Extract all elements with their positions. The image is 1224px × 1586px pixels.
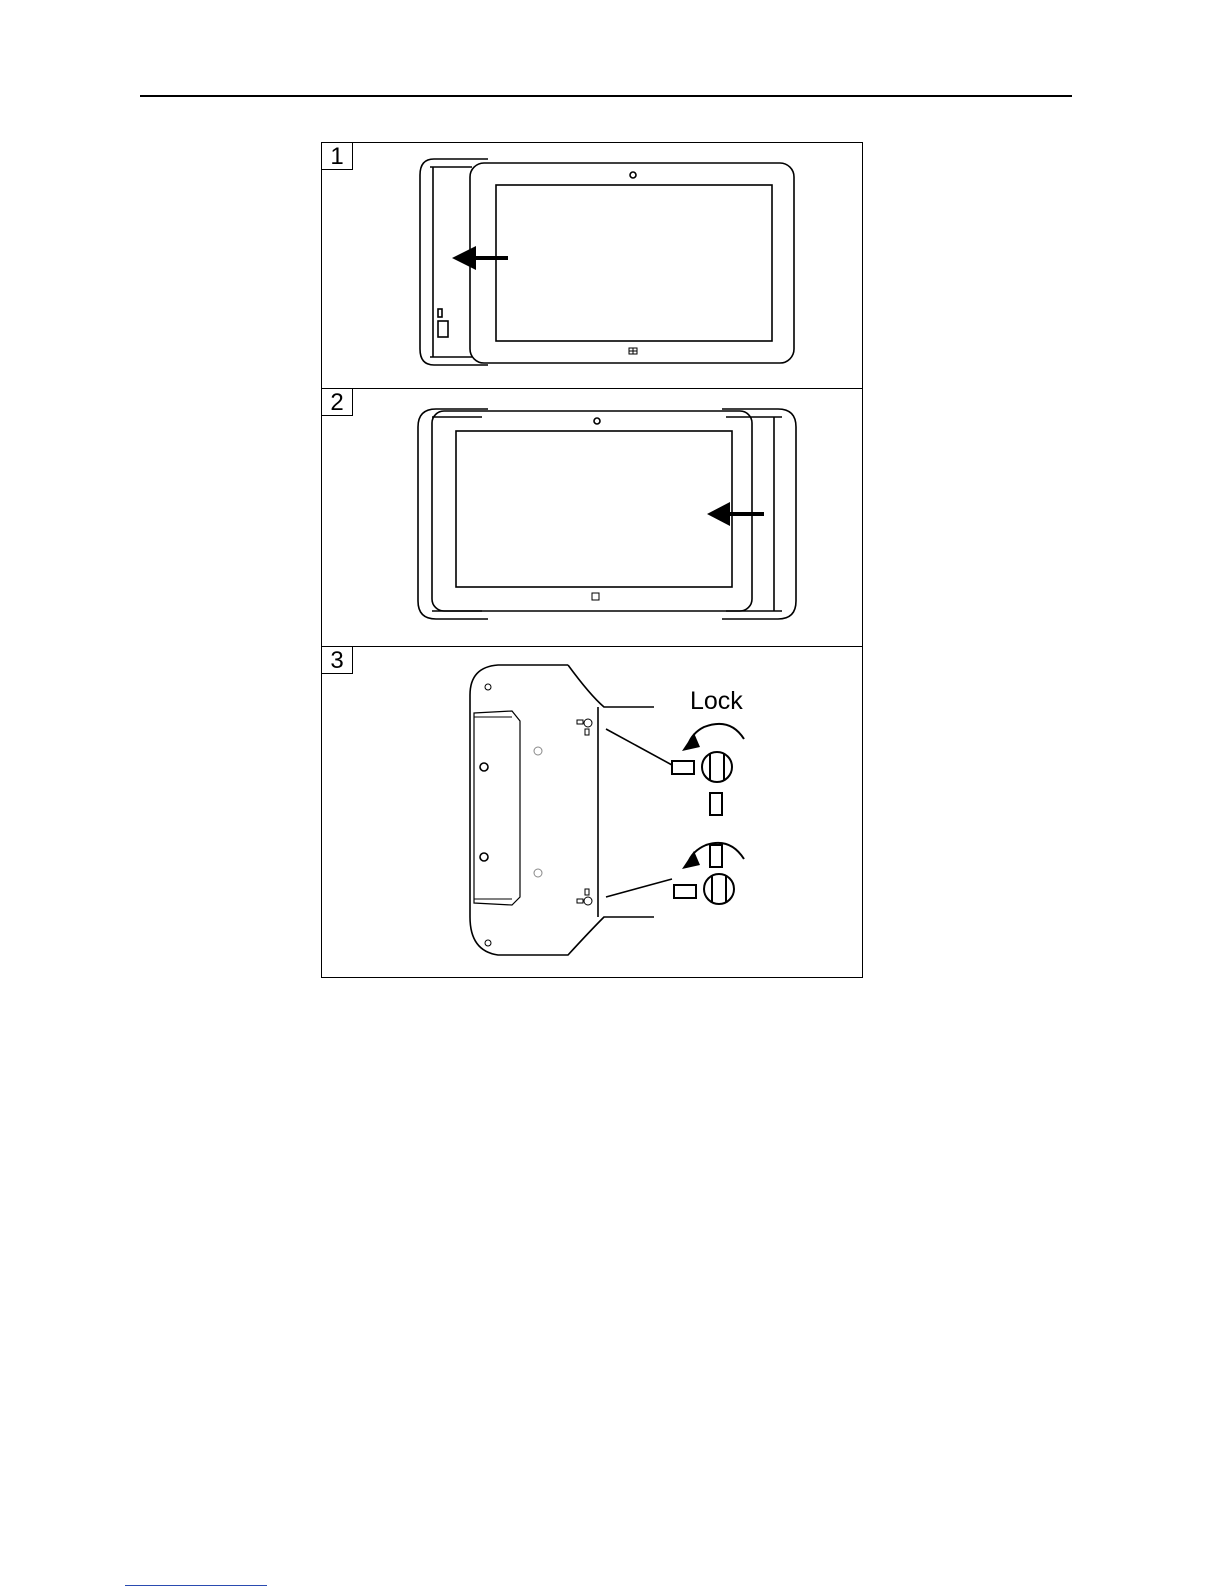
step-2-illustration	[322, 389, 862, 647]
lock-screw-icon	[674, 845, 734, 904]
tablet-icon	[470, 163, 794, 363]
rotate-arrow-icon	[682, 724, 744, 751]
step-3-illustration	[322, 647, 862, 978]
lock-screw-icon	[672, 752, 732, 815]
header-rule	[140, 95, 1072, 97]
slide-left-arrow-icon	[707, 502, 764, 526]
step-3-panel: 3 Lock	[322, 647, 862, 978]
slide-left-arrow-icon	[452, 246, 508, 270]
installation-figure: 1	[321, 142, 863, 978]
windows-logo-icon	[592, 593, 599, 600]
cradle-back-icon	[470, 665, 654, 955]
dock-cradle-icon	[420, 159, 488, 365]
windows-logo-icon	[629, 348, 637, 354]
step-2-panel: 2	[322, 389, 862, 647]
step-1-illustration	[322, 143, 862, 389]
step-1-panel: 1	[322, 143, 862, 389]
tablet-icon	[432, 411, 752, 611]
rotate-arrow-icon	[682, 843, 744, 869]
